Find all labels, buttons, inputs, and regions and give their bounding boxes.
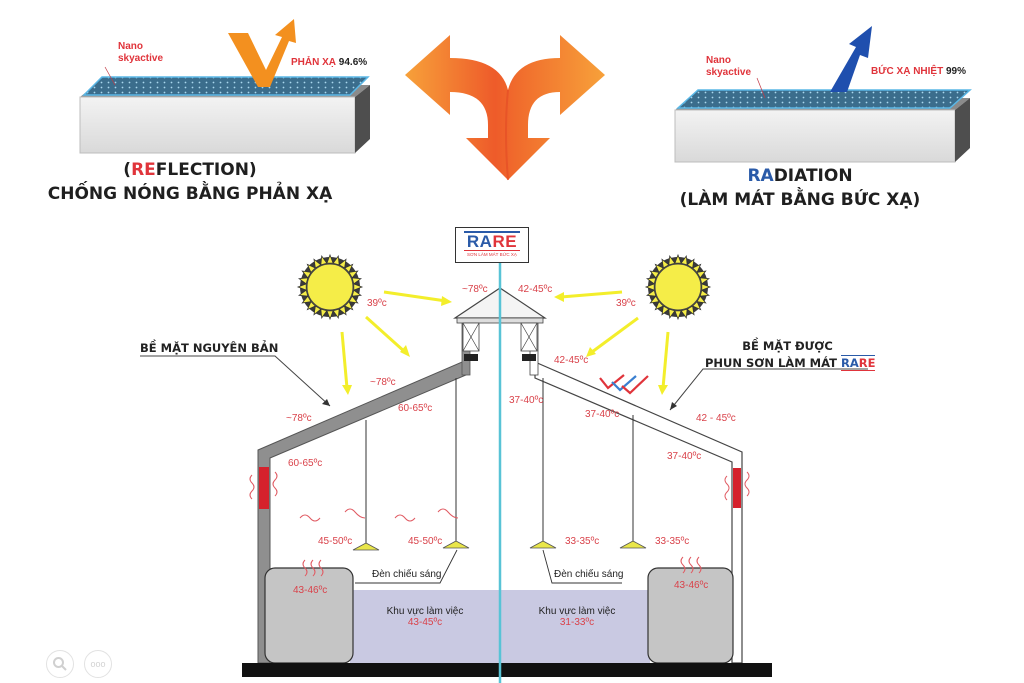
callout-brand-red: RE (858, 356, 876, 370)
rare-logo: RARE SƠN LÀM MÁT BỨC XẠ (455, 227, 529, 263)
sun-ray-arrows (340, 290, 670, 389)
right-work-zone: Khu vực làm việc 31-33ºc (527, 606, 627, 628)
radiation-value: 99% (945, 66, 966, 77)
left-machine-temp: 43-46ºc (293, 585, 328, 596)
logo-text-blue: RA (466, 231, 493, 251)
work-zone-right (500, 590, 650, 663)
left-air-temp-a: 45-50ºc (318, 536, 353, 547)
right-callout-line1: BỀ MẶT ĐƯỢC (742, 339, 833, 353)
coating-label-line2: skyactive (118, 53, 164, 64)
right-air-temp-a: 33-35ºc (565, 536, 600, 547)
slab-side (955, 98, 970, 162)
right-roof-temp-lower: 42 - 45ºc (696, 413, 736, 424)
lamp-icon (529, 540, 557, 549)
floor (242, 663, 772, 677)
radiation-arrow-icon (830, 26, 872, 92)
paren-open: ( (123, 160, 132, 180)
right-machine-temp: 43-46ºc (674, 580, 709, 591)
machine-left (264, 567, 354, 664)
sun-ray-arrowheads (342, 292, 668, 395)
right-sun-temp: 39ºc (616, 298, 636, 309)
lamp-pointer-right (542, 549, 622, 584)
right-zone-temp: 31-33ºc (559, 617, 595, 628)
lamp-pointer-left (355, 549, 458, 584)
lamp-icon (442, 540, 470, 549)
left-under-roof-temp-a: 60-65ºc (398, 403, 433, 414)
radiation-subtitle: (LÀM MÁT BẰNG BỨC XẠ) (679, 190, 921, 210)
hot-wall-panel-right (733, 468, 741, 508)
left-zone-label: Khu vực làm việc (386, 606, 464, 617)
hot-wall-panel-left (259, 467, 269, 509)
coating-label-line1: Nano (706, 55, 731, 66)
radiation-title-highlight: RA (747, 166, 774, 186)
nano-coating-layer (676, 89, 972, 109)
coating-label-line1: Nano (118, 41, 143, 52)
logo-text-red: RE (492, 231, 518, 251)
magnifier-icon (53, 657, 67, 671)
reflection-arrow-icon (228, 19, 296, 87)
right-callout-brand: RARE (840, 355, 876, 371)
right-under-roof-temp-c: 37-40ºc (667, 451, 702, 462)
nano-coating-layer (82, 76, 370, 96)
right-ridge-temp: 42-45ºc (518, 284, 553, 295)
zoom-button[interactable] (46, 650, 74, 678)
radiation-title-rest: DIATION (773, 166, 853, 186)
work-zone-left (350, 590, 500, 663)
left-surface-callout: BỀ MẶT NGUYÊN BẢN (140, 341, 279, 355)
more-button[interactable]: ooo (84, 650, 112, 678)
slab-side (355, 85, 370, 153)
left-air-temp-b: 45-50ºc (408, 536, 443, 547)
left-sun-temp: 39ºc (367, 298, 387, 309)
left-work-zone: Khu vực làm việc 43-45ºc (375, 606, 475, 628)
radiation-label-text: BỨC XẠ NHIỆT (871, 66, 944, 77)
reflection-title-highlight: RE (131, 160, 156, 180)
left-roof-temp-upper: ~78ºc (370, 377, 396, 388)
reflection-title-rest: FLECTION) (155, 160, 257, 180)
left-ridge-temp: ~78ºc (462, 284, 488, 295)
callout-brand-blue: RA (840, 356, 859, 370)
callout-pointer-right (669, 368, 868, 411)
right-under-roof-temp-b: 37-40ºc (585, 409, 620, 420)
radiation-percent-label: BỨC XẠ NHIỆT 99% (871, 66, 966, 77)
left-under-roof-temp-b: 60-65ºc (288, 458, 323, 469)
reflection-label-text: PHẢN XẠ (291, 57, 337, 68)
lamps (352, 378, 647, 551)
radiation-title: RADIATION (650, 166, 950, 186)
right-surface-callout: BỀ MẶT ĐƯỢC PHUN SƠN LÀM MÁT RARE (705, 339, 876, 371)
sun-icon-left (300, 257, 360, 317)
reflection-percent-label: PHẢN XẠ 94.6% (291, 57, 367, 68)
split-arrow-icon (405, 35, 605, 181)
right-roof-temp-upper: 42-45ºc (554, 355, 589, 366)
right-callout-line2: PHUN SƠN LÀM MÁT (705, 356, 837, 370)
right-zone-label: Khu vực làm việc (538, 606, 616, 617)
left-lamp-label: Đèn chiếu sáng (372, 569, 442, 580)
coating-label: Nano skyactive (118, 41, 163, 65)
right-air-temp-b: 33-35ºc (655, 536, 690, 547)
more-dots-icon: ooo (90, 659, 106, 669)
lamp-icon (352, 542, 380, 551)
reflection-illustration (79, 19, 370, 154)
right-lamp-label: Đèn chiếu sáng (554, 569, 624, 580)
reflection-value: 94.6% (338, 57, 368, 68)
reflection-subtitle: CHỐNG NÓNG BẰNG PHẢN XẠ (47, 184, 333, 204)
coating-label-right: Nano skyactive (706, 55, 751, 79)
coating-label-line2: skyactive (706, 67, 752, 78)
heat-waves (249, 471, 750, 577)
slab-front (674, 109, 956, 163)
logo-subtitle: SƠN LÀM MÁT BỨC XẠ (467, 252, 517, 257)
callout-pointer-left (140, 355, 331, 407)
logo-top-rule (464, 231, 520, 233)
emitted-heat-arrows (599, 374, 649, 395)
sun-icon-right (648, 257, 708, 317)
logo-wordmark: RARE (456, 233, 528, 250)
coating-pointer-line (756, 77, 766, 99)
left-roof-temp-lower: ~78ºc (286, 413, 312, 424)
coating-pointer-line (104, 66, 116, 86)
logo-bottom-rule (464, 249, 520, 251)
reflection-title: (REFLECTION) (30, 160, 350, 180)
radiation-illustration (674, 26, 972, 163)
left-zone-temp: 43-45ºc (407, 617, 443, 628)
right-under-roof-temp-a: 37-40ºc (509, 395, 544, 406)
lamp-icon (619, 540, 647, 549)
